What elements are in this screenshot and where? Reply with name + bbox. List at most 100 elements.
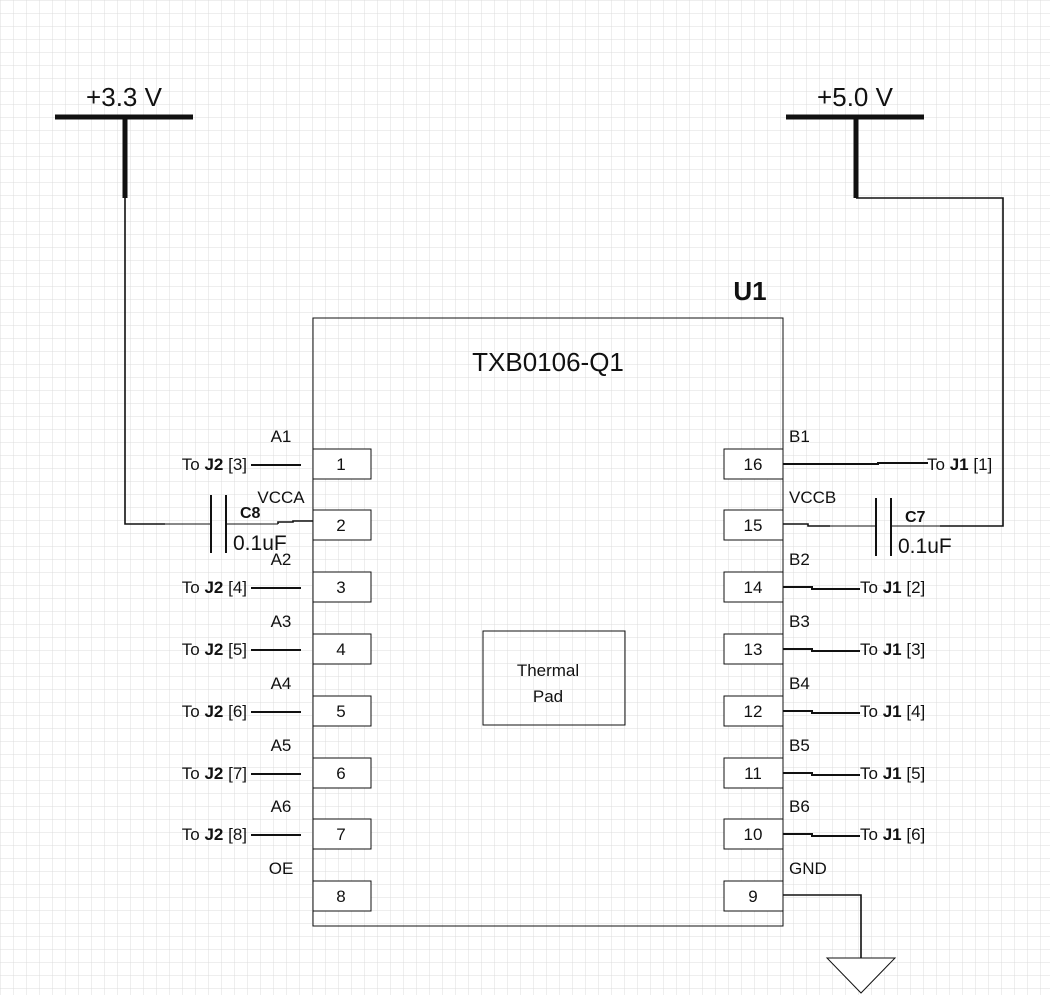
rail-5v0: +5.0 V bbox=[786, 82, 924, 198]
chip-part-number: TXB0106-Q1 bbox=[472, 347, 624, 377]
connector-pin: [5] bbox=[228, 640, 247, 659]
pin-number: 8 bbox=[336, 887, 345, 906]
pin-box bbox=[312, 448, 372, 480]
pin-name: B5 bbox=[789, 736, 810, 755]
pin-name: A6 bbox=[271, 797, 292, 816]
pin-number: 2 bbox=[336, 516, 345, 535]
rail-5v0-label: +5.0 V bbox=[817, 82, 894, 112]
pin-box bbox=[723, 880, 784, 912]
connection-label: To J1 [2] bbox=[860, 578, 925, 597]
pin-box bbox=[723, 633, 784, 665]
to-text: To bbox=[182, 764, 200, 783]
pin-10: 10 B6 To J1 [6] bbox=[723, 797, 925, 850]
connector-ref: J1 bbox=[950, 455, 969, 474]
pin-stub-wire bbox=[783, 772, 860, 776]
pin-2: 2 VCCA bbox=[257, 488, 372, 541]
pin-name: B1 bbox=[789, 427, 810, 446]
pin-box bbox=[723, 448, 784, 480]
connection-label: To J1 [1] bbox=[927, 455, 992, 474]
pin-number: 12 bbox=[744, 702, 763, 721]
pin-number: 13 bbox=[744, 640, 763, 659]
connector-pin: [3] bbox=[228, 455, 247, 474]
pin-number: 6 bbox=[336, 764, 345, 783]
connection-label: To J2 [6] bbox=[182, 702, 247, 721]
to-text: To bbox=[927, 455, 945, 474]
to-text: To bbox=[182, 825, 200, 844]
to-text: To bbox=[182, 578, 200, 597]
thermal-pad-label-1: Thermal bbox=[517, 661, 579, 680]
connector-pin: [8] bbox=[228, 825, 247, 844]
connector-ref: J1 bbox=[883, 825, 902, 844]
connector-pin: [7] bbox=[228, 764, 247, 783]
pin-number: 15 bbox=[744, 516, 763, 535]
connection-label: To J2 [8] bbox=[182, 825, 247, 844]
rail-3v3-label: +3.3 V bbox=[86, 82, 163, 112]
pin-8: 8 OE bbox=[269, 859, 372, 912]
connector-pin: [1] bbox=[973, 455, 992, 474]
connector-ref: J2 bbox=[204, 640, 223, 659]
pin-number: 3 bbox=[336, 578, 345, 597]
pin-name: B6 bbox=[789, 797, 810, 816]
connection-label: To J1 [5] bbox=[860, 764, 925, 783]
pin-name: GND bbox=[789, 859, 827, 878]
pin-number: 9 bbox=[748, 887, 757, 906]
capacitor-c8: C8 0.1uF bbox=[210, 495, 313, 555]
pin-box bbox=[723, 757, 784, 789]
connection-label: To J2 [3] bbox=[182, 455, 247, 474]
connection-label: To J1 [6] bbox=[860, 825, 925, 844]
pin-stub-wire bbox=[783, 462, 928, 465]
to-text: To bbox=[182, 640, 200, 659]
wire-3v3-to-vcca bbox=[124, 198, 211, 525]
ground-symbol bbox=[783, 894, 897, 994]
pin-number: 10 bbox=[744, 825, 763, 844]
connector-pin: [3] bbox=[906, 640, 925, 659]
pin-box bbox=[723, 695, 784, 727]
to-text: To bbox=[182, 702, 200, 721]
connector-ref: J1 bbox=[883, 764, 902, 783]
pin-box bbox=[312, 880, 372, 912]
pin-stub-wire bbox=[783, 710, 860, 714]
pin-name: B3 bbox=[789, 612, 810, 631]
chip-u1: U1 TXB0106-Q1 Thermal Pad bbox=[312, 276, 784, 927]
connection-label: To J2 [5] bbox=[182, 640, 247, 659]
to-text: To bbox=[860, 825, 878, 844]
connector-ref: J1 bbox=[883, 702, 902, 721]
pin-stub-wire bbox=[783, 586, 860, 590]
connection-label: To J2 [4] bbox=[182, 578, 247, 597]
pin-name: VCCA bbox=[257, 488, 305, 507]
pin-name: A4 bbox=[271, 674, 292, 693]
pin-box bbox=[312, 571, 372, 603]
connector-pin: [4] bbox=[906, 702, 925, 721]
connector-ref: J2 bbox=[204, 702, 223, 721]
pin-stub-wire bbox=[783, 833, 860, 837]
connector-ref: J1 bbox=[883, 640, 902, 659]
pin-name: B4 bbox=[789, 674, 810, 693]
connector-pin: [4] bbox=[228, 578, 247, 597]
capacitor-c7: C7 0.1uF bbox=[783, 498, 952, 558]
pin-name: OE bbox=[269, 859, 294, 878]
pin-number: 4 bbox=[336, 640, 345, 659]
c8-value: 0.1uF bbox=[233, 532, 287, 555]
pin-box bbox=[723, 571, 784, 603]
c7-ref: C7 bbox=[905, 509, 926, 526]
to-text: To bbox=[860, 578, 878, 597]
to-text: To bbox=[860, 764, 878, 783]
pin-stub-wire bbox=[783, 648, 860, 652]
pin-box bbox=[312, 818, 372, 850]
pin-box bbox=[312, 509, 372, 541]
c8-ref: C8 bbox=[240, 505, 261, 522]
connection-label: To J2 [7] bbox=[182, 764, 247, 783]
connector-ref: J1 bbox=[883, 578, 902, 597]
pin-box bbox=[312, 757, 372, 789]
pin-box bbox=[723, 818, 784, 850]
pin-number: 7 bbox=[336, 825, 345, 844]
